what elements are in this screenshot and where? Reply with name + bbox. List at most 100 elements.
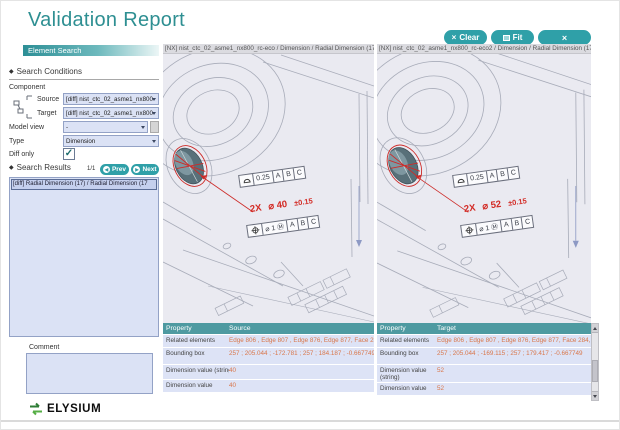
model-view-select-value: - xyxy=(66,124,69,131)
comment-input[interactable] xyxy=(26,353,153,394)
row-label: Related elements xyxy=(166,337,216,344)
component-label: Component xyxy=(9,84,46,91)
next-button[interactable]: ▶ Next xyxy=(131,164,159,175)
clear-button-label: Clear xyxy=(459,33,480,42)
position-tolerance-value: ⌀ 1 Ⓜ xyxy=(262,220,289,235)
source-3d-viewport[interactable]: 0.25 A B C 2X ⌀ 40 ±0.15 ⌀ 1 Ⓜ A B C xyxy=(163,54,374,323)
row-value: Edge 806 , Edge 807 , Edge 876, Edge 877… xyxy=(229,337,374,344)
fit-button-label: Fit xyxy=(512,33,523,42)
row-value: 40 xyxy=(229,367,237,374)
position-tolerance-frame: ⌀ 1 Ⓜ A B C xyxy=(246,214,321,238)
target-label: Target xyxy=(37,110,57,117)
target-view-header: [NX] nist_ctc_02_asme1_nx800_rc-eco2 / D… xyxy=(377,44,591,54)
prev-button[interactable]: ◀ Prev xyxy=(100,164,129,175)
next-button-label: Next xyxy=(142,166,157,173)
profile-tolerance-frame: 0.25 A B C xyxy=(452,165,521,188)
table-row: Related elements Edge 806 , Edge 807 , E… xyxy=(377,335,591,347)
target-select[interactable]: [diff] nist_ctc_02_asme1_nx800 xyxy=(63,107,159,119)
position-tolerance-value: ⌀ 1 Ⓜ xyxy=(476,220,503,235)
next-arrow-icon: ▶ xyxy=(133,166,141,173)
search-conditions-title: ◆ Search Conditions xyxy=(9,67,159,80)
page-bottom-divider xyxy=(1,420,619,422)
search-results-list[interactable]: [diff] Radial Dimension (17) / Radial Di… xyxy=(9,177,159,337)
fit-icon xyxy=(502,34,510,41)
prev-arrow-icon: ◀ xyxy=(102,166,110,173)
target-3d-viewport[interactable]: 0.25 A B C 2X ⌀ 52 ±0.15 ⌀ 1 Ⓜ A B C xyxy=(377,54,591,323)
table-header-row: Property Target xyxy=(377,323,591,334)
model-view-select[interactable]: - xyxy=(63,121,148,133)
row-label: Dimension value xyxy=(166,382,213,389)
type-label: Type xyxy=(9,138,25,145)
scrollbar-up-icon[interactable] xyxy=(592,324,598,333)
close-button[interactable]: × xyxy=(538,30,591,45)
diamond-icon: ◆ xyxy=(9,165,14,171)
chevron-down-icon xyxy=(152,98,156,101)
x-icon: × xyxy=(451,33,457,42)
row-value: 257 ; 205.044 ; -169.115 ; 257 ; 179.417… xyxy=(437,350,583,357)
row-value: Edge 806 , Edge 807 , Edge 876, Edge 877… xyxy=(437,337,591,344)
chevron-down-icon xyxy=(152,140,156,143)
elysium-arrows-icon xyxy=(30,402,42,416)
diff-only-label: Diff only xyxy=(9,151,35,158)
diamond-icon: ◆ xyxy=(9,69,14,75)
profile-tolerance-value: 0.25 xyxy=(467,171,489,185)
table-row: Bounding box 257 ; 205.044 ; -172.781 ; … xyxy=(163,348,374,364)
close-icon: × xyxy=(561,32,568,43)
row-label: Dimension value (string) xyxy=(166,367,229,374)
fit-button[interactable]: Fit xyxy=(491,30,534,45)
wireframe-drawing xyxy=(377,54,591,323)
source-column-header: Source xyxy=(229,325,251,332)
element-search-header: Element Search xyxy=(23,45,159,56)
row-value: 257 ; 205.044 ; -172.781 ; 257 ; 184.187… xyxy=(229,350,374,357)
table-row: Related elements Edge 806 , Edge 807 , E… xyxy=(163,335,374,347)
datum-c: C xyxy=(310,218,317,226)
model-view-reset-button[interactable] xyxy=(150,121,159,133)
table-row: Bounding box 257 ; 205.044 ; -169.115 ; … xyxy=(377,348,591,364)
row-value: 52 xyxy=(437,367,445,374)
scrollbar-down-icon[interactable] xyxy=(592,391,598,400)
table-scrollbar[interactable] xyxy=(591,323,599,401)
page-title: Validation Report xyxy=(28,9,186,31)
search-results-label: Search Results xyxy=(16,163,71,172)
target-property-table: Property Target Related elements Edge 80… xyxy=(377,323,591,395)
results-page-indicator: 1/1 xyxy=(87,166,96,172)
row-label: Dimension value (string) xyxy=(380,367,427,381)
elysium-logo: ELYSIUM xyxy=(28,402,101,416)
row-label: Bounding box xyxy=(166,350,205,357)
table-row: Dimension value (string) 52 xyxy=(377,365,591,382)
list-item[interactable]: [diff] Radial Dimension (17) / Radial Di… xyxy=(11,179,157,190)
datum-c: C xyxy=(296,169,303,177)
table-header-row: Property Source xyxy=(163,323,374,334)
position-symbol-icon xyxy=(247,223,264,237)
position-tolerance-frame: ⌀ 1 Ⓜ A B C xyxy=(460,214,535,238)
search-results-title: ◆ Search Results xyxy=(9,163,87,172)
table-row: Dimension value (string) 40 xyxy=(163,365,374,379)
row-label: Bounding box xyxy=(380,350,419,357)
property-column-header: Property xyxy=(380,325,406,332)
datum-c: C xyxy=(510,169,517,177)
property-column-header: Property xyxy=(166,325,192,332)
table-row: Dimension value 52 xyxy=(377,383,591,395)
datum-c: C xyxy=(524,218,531,226)
source-select[interactable]: [diff] nist_ctc_02_asme1_nx800 xyxy=(63,93,159,105)
position-symbol-icon xyxy=(461,223,478,237)
clear-button[interactable]: ×Clear xyxy=(444,30,487,45)
table-row: Dimension value 40 xyxy=(163,380,374,392)
chevron-down-icon xyxy=(141,126,145,129)
type-select-value: Dimension xyxy=(66,138,96,145)
profile-of-surface-icon xyxy=(239,173,255,187)
dimension-tolerance: ±0.15 xyxy=(507,196,528,208)
diff-only-checkbox[interactable]: ✓ xyxy=(63,148,75,160)
row-value: 52 xyxy=(437,385,445,392)
row-value: 40 xyxy=(229,382,237,389)
type-select[interactable]: Dimension xyxy=(63,135,159,147)
source-select-value: [diff] nist_ctc_02_asme1_nx800 xyxy=(66,96,153,103)
target-select-value: [diff] nist_ctc_02_asme1_nx800 xyxy=(66,110,153,117)
scrollbar-thumb[interactable] xyxy=(592,360,598,382)
dimension-prefix: 2X xyxy=(463,202,477,215)
chevron-down-icon xyxy=(152,112,156,115)
source-view-header: [NX] nist_ctc_02_asme1_nx800_rc-eco / Di… xyxy=(163,44,374,54)
source-target-link-icon xyxy=(13,95,32,119)
comment-label: Comment xyxy=(29,344,60,351)
